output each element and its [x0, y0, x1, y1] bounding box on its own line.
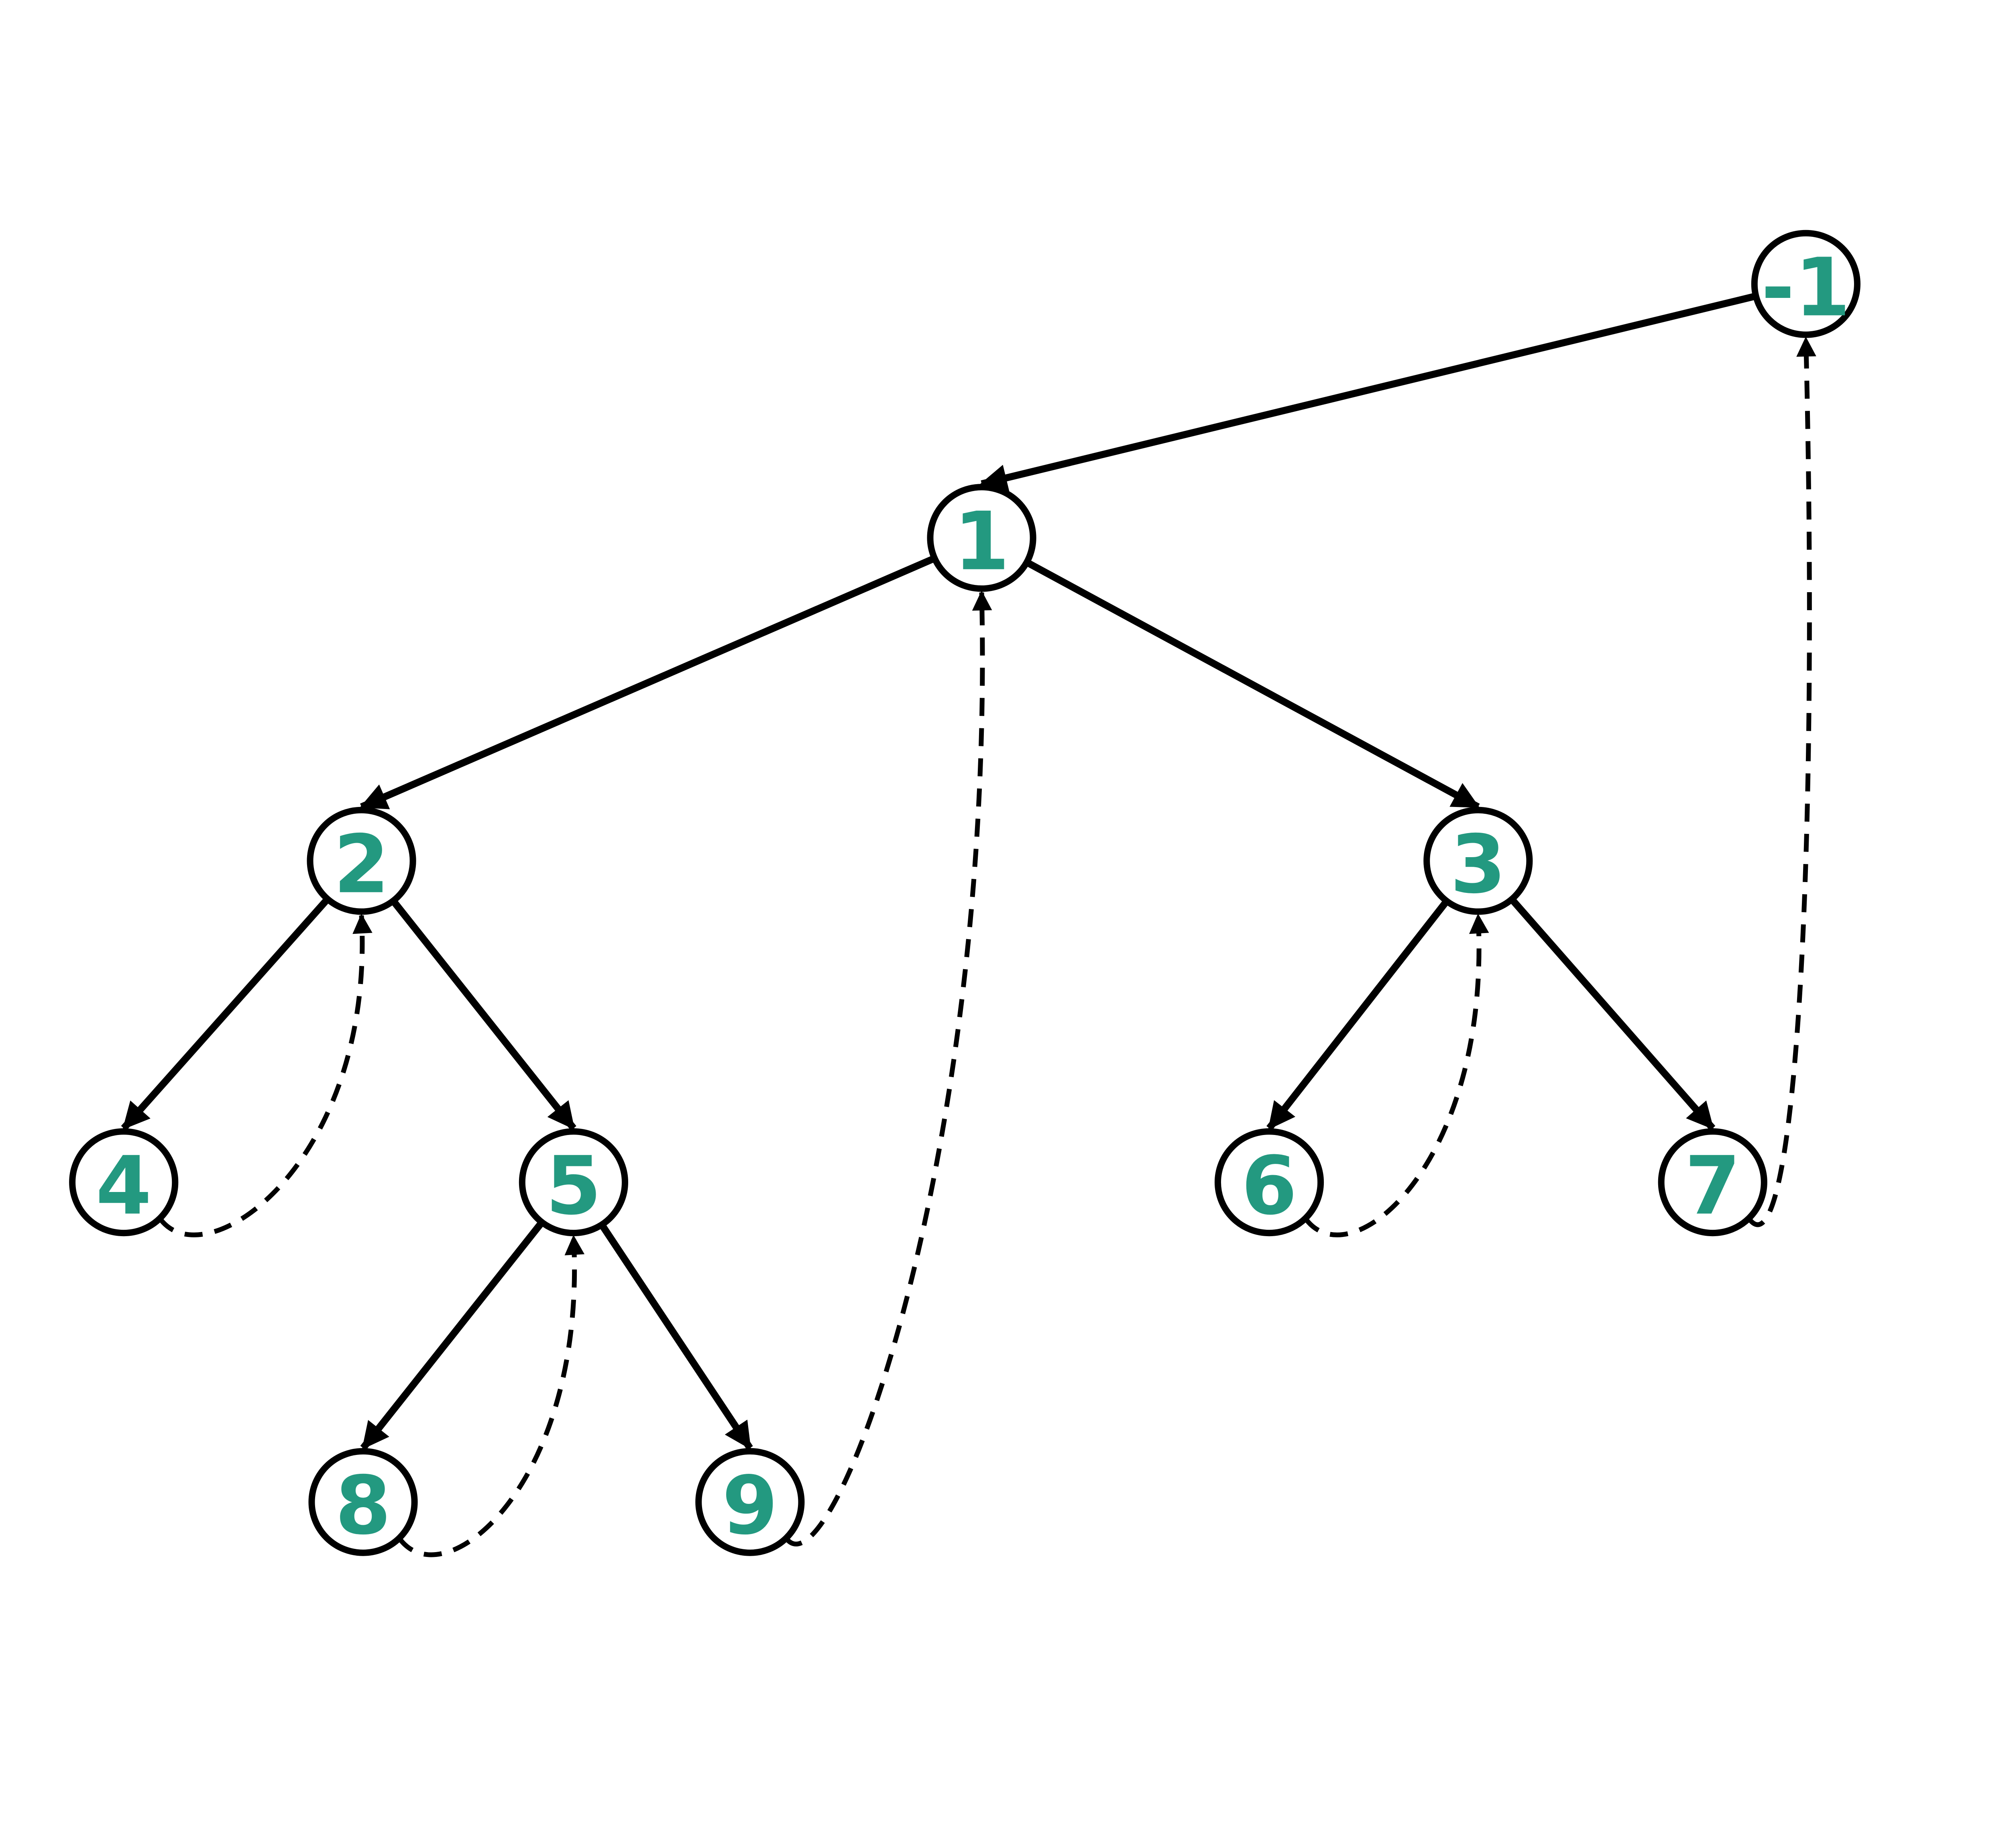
tree-node-9: 9: [695, 1448, 805, 1556]
node-label-3: 3: [1450, 818, 1506, 911]
node-label-8: 8: [335, 1459, 391, 1553]
return-edge-7-to--1: [1746, 336, 1816, 1227]
node-label-9: 9: [722, 1459, 778, 1553]
tree-edge-5-to-8: [360, 1220, 545, 1451]
tree-edge-1-to-3: [1025, 559, 1480, 810]
node-circle-4: [69, 1128, 179, 1237]
tree-edge-2-to-5: [391, 899, 576, 1131]
node-circle-2: [307, 807, 416, 915]
return-edge-9-to-1: [784, 590, 992, 1546]
node-circle-6: [1214, 1128, 1324, 1237]
return-edges-layer: [158, 336, 1816, 1557]
node-circle--1: [1751, 230, 1860, 338]
return-edge-4-to-2: [158, 913, 372, 1237]
tree-edges-layer: [121, 292, 1757, 1451]
tree-edge-5-to-9: [599, 1223, 753, 1450]
tree-edge-2-to-4: [121, 897, 330, 1131]
node-label-4: 4: [96, 1139, 152, 1233]
tree-node-6: 6: [1214, 1128, 1324, 1237]
node-label-5: 5: [546, 1139, 601, 1233]
node-label-2: 2: [334, 818, 389, 911]
node-circle-1: [927, 484, 1036, 592]
nodes-layer: -1 1 2 3 4 5 6 7 8 9: [69, 230, 1860, 1556]
node-circle-3: [1423, 807, 1533, 915]
tree-node-4: 4: [69, 1128, 179, 1237]
node-label-1: 1: [954, 495, 1010, 589]
node-circle-8: [308, 1448, 418, 1556]
tree-node-3: 3: [1423, 807, 1533, 915]
node-circle-7: [1658, 1128, 1767, 1237]
node-label-7: 7: [1685, 1139, 1740, 1233]
node-circle-5: [519, 1128, 629, 1237]
tree-edge-3-to-7: [1509, 897, 1716, 1131]
tree-edge-3-to-6: [1266, 899, 1449, 1131]
tree-node-1: 1: [927, 484, 1036, 592]
tree-node-8: 8: [308, 1448, 418, 1556]
tree-node--1: -1: [1751, 230, 1860, 338]
return-edge-6-to-3: [1303, 913, 1489, 1237]
tree-node-7: 7: [1658, 1128, 1767, 1237]
node-label-6: 6: [1241, 1139, 1297, 1233]
tree-node-2: 2: [307, 807, 416, 915]
tree-edge-1-to-2: [360, 555, 936, 810]
tree-node-5: 5: [519, 1128, 629, 1237]
node-circle-9: [695, 1448, 805, 1556]
node-label--1: -1: [1761, 241, 1850, 334]
tree-edge--1-to-1: [979, 292, 1757, 491]
return-edge-8-to-5: [397, 1235, 585, 1557]
